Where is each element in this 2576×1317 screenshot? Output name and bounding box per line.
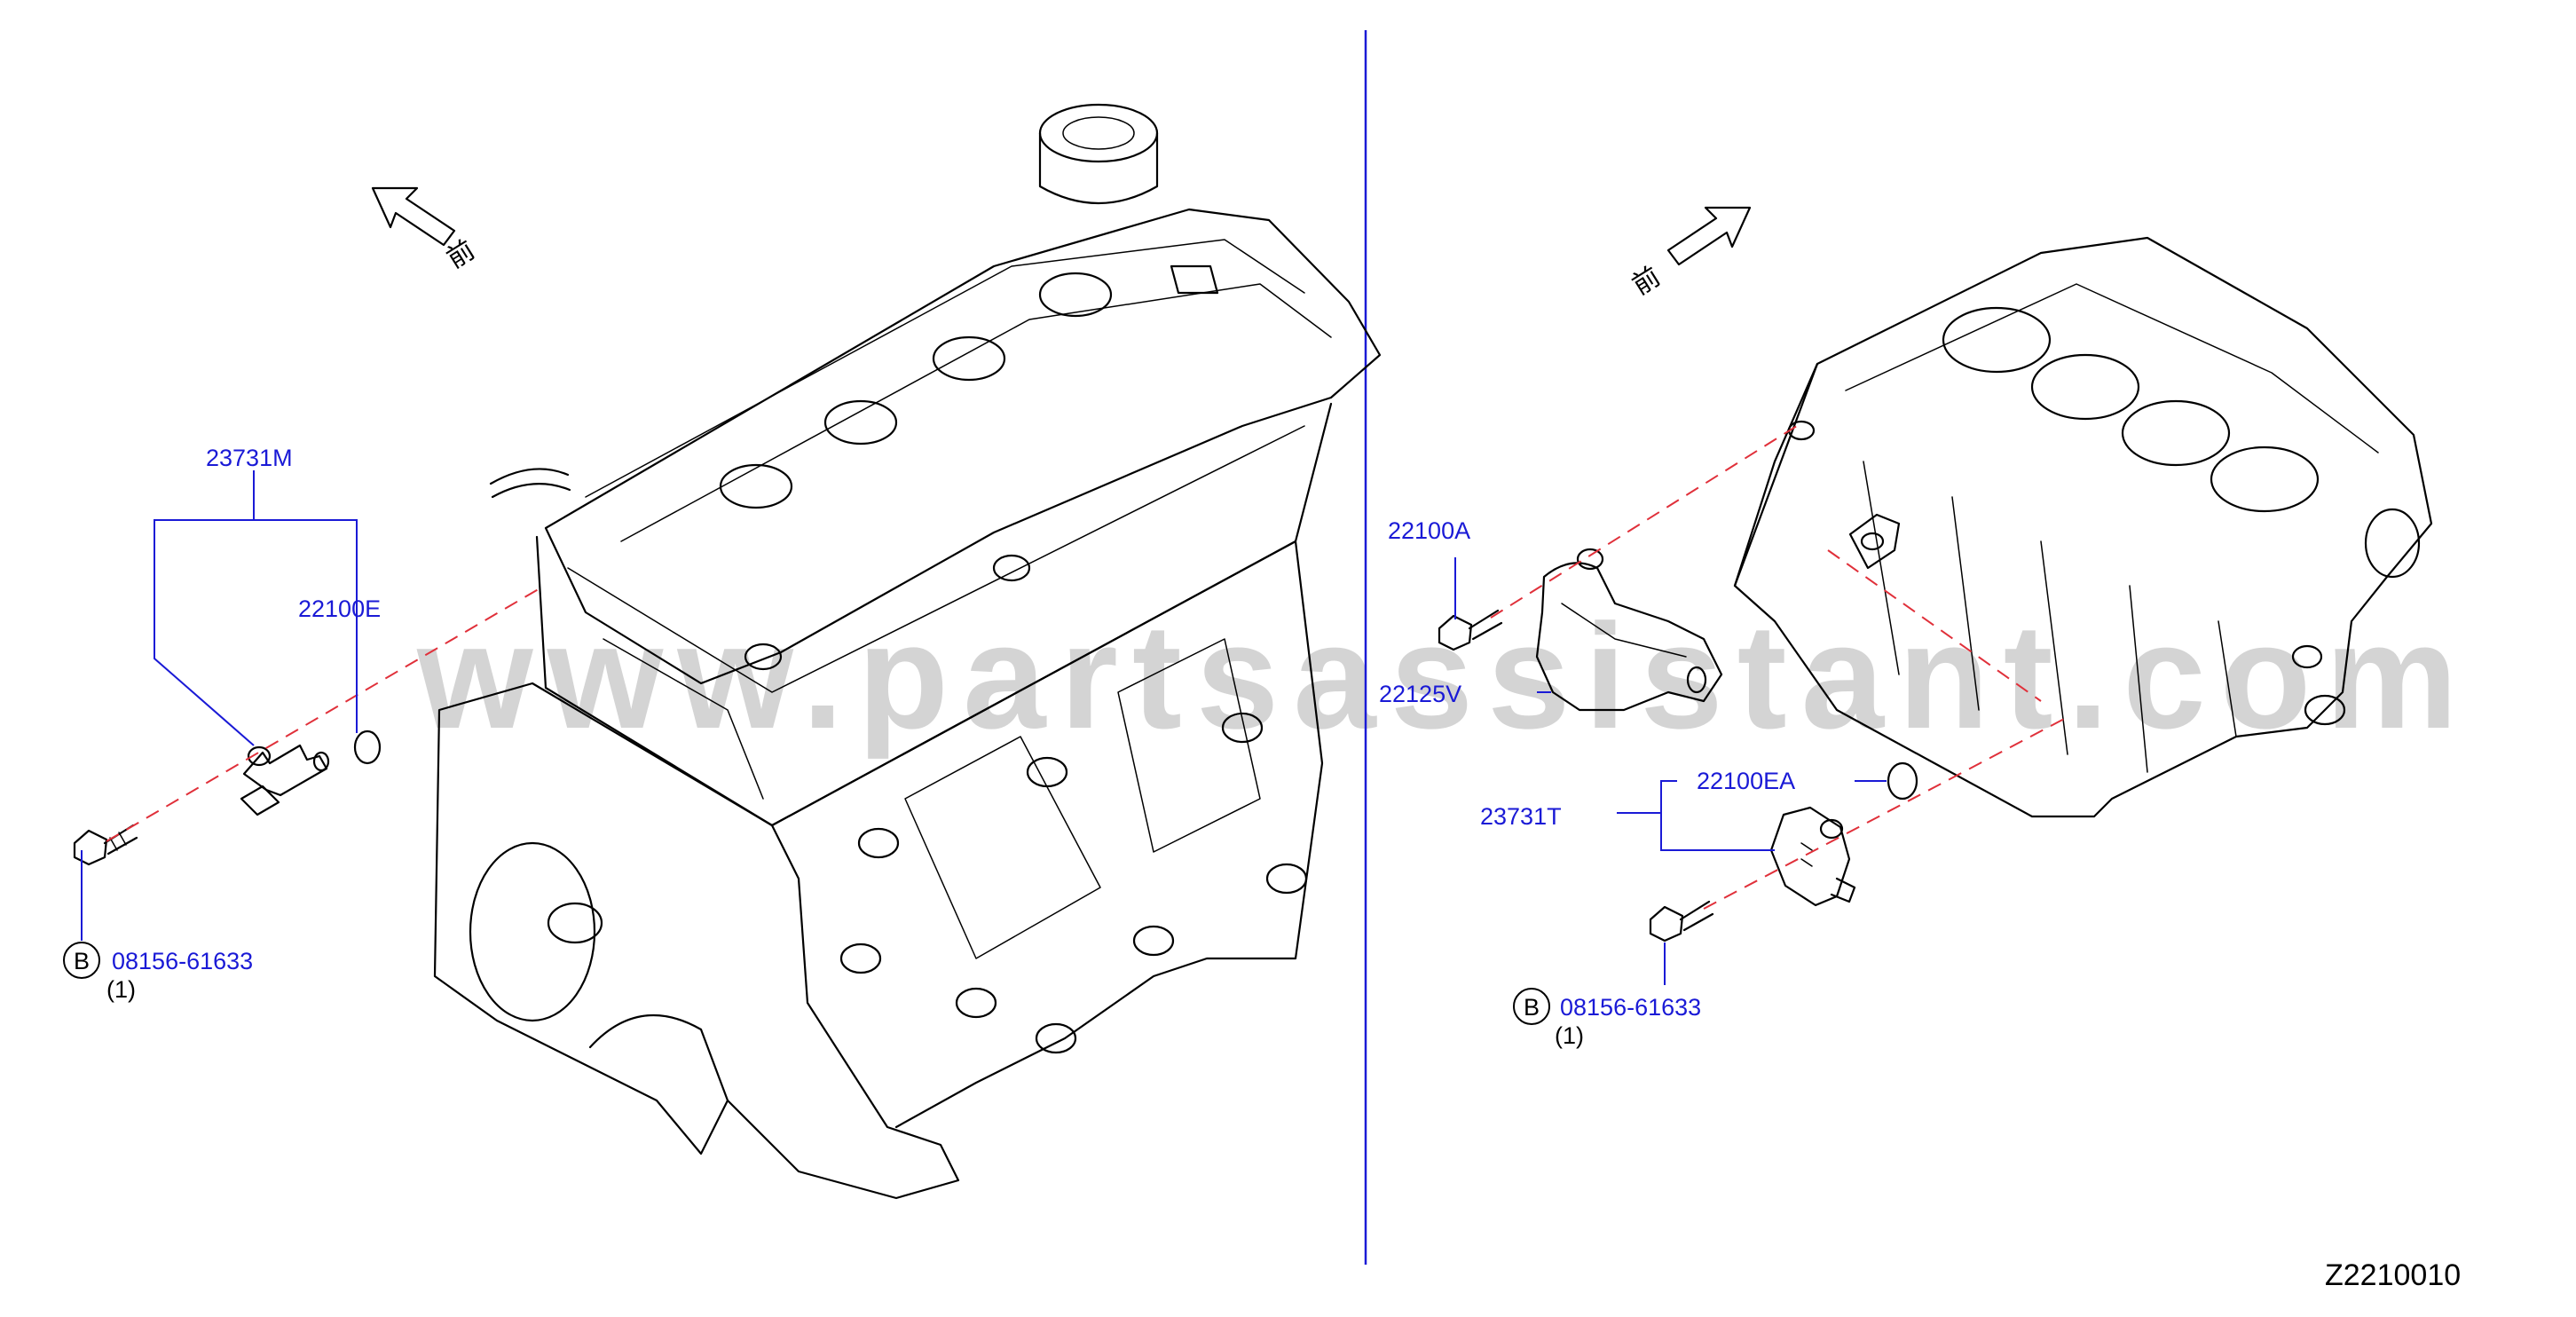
- part-label-22100e[interactable]: 22100E: [298, 595, 381, 622]
- bracket-22125v: [1535, 548, 1723, 712]
- cam-sensor-right: [1769, 806, 1856, 907]
- leaders-left: [81, 470, 358, 941]
- bolt-group-b-left: B: [74, 948, 90, 974]
- front-arrow-right: [1666, 206, 1752, 266]
- diagram-code: Z2210010: [2325, 1258, 2461, 1292]
- bolt-group-b-right: B: [1524, 994, 1540, 1021]
- front-label-right: 前: [1627, 261, 1666, 302]
- watermark-text: www.partsassistant.com: [416, 593, 2472, 760]
- part-label-08156-61633-right[interactable]: 08156-61633: [1560, 994, 1701, 1021]
- alignment-line-right-upper: [1490, 423, 1800, 619]
- part-label-08156-61633-left[interactable]: 08156-61633: [112, 948, 253, 974]
- o-ring-right: [1887, 761, 1918, 800]
- bolt-group-b-circle-left: [63, 942, 100, 979]
- leaders-right: [1454, 557, 1887, 985]
- part-label-22100ea[interactable]: 22100EA: [1697, 768, 1795, 794]
- part-label-22100a[interactable]: 22100A: [1388, 517, 1470, 544]
- bolt-group-b-circle-right: [1513, 988, 1550, 1025]
- part-label-23731m[interactable]: 23731M: [206, 445, 293, 471]
- bolt-right-upper: [1438, 609, 1503, 651]
- qty-label-right: (1): [1555, 1022, 1584, 1049]
- qty-label-left: (1): [106, 976, 136, 1003]
- o-ring-left: [353, 729, 382, 765]
- cylinder-block-drawing: [1733, 236, 2433, 818]
- alignment-line-right-sensor: [1827, 549, 2042, 702]
- front-arrow-left: [371, 186, 456, 247]
- bolt-left: [73, 824, 138, 866]
- engine-assembly-drawing: [433, 103, 1382, 1200]
- cam-sensor-left: [240, 744, 330, 816]
- part-label-22125v[interactable]: 22125V: [1379, 681, 1461, 707]
- part-label-23731t[interactable]: 23731T: [1480, 803, 1562, 830]
- alignment-line-left: [106, 587, 542, 842]
- bolt-right-lower: [1649, 900, 1714, 942]
